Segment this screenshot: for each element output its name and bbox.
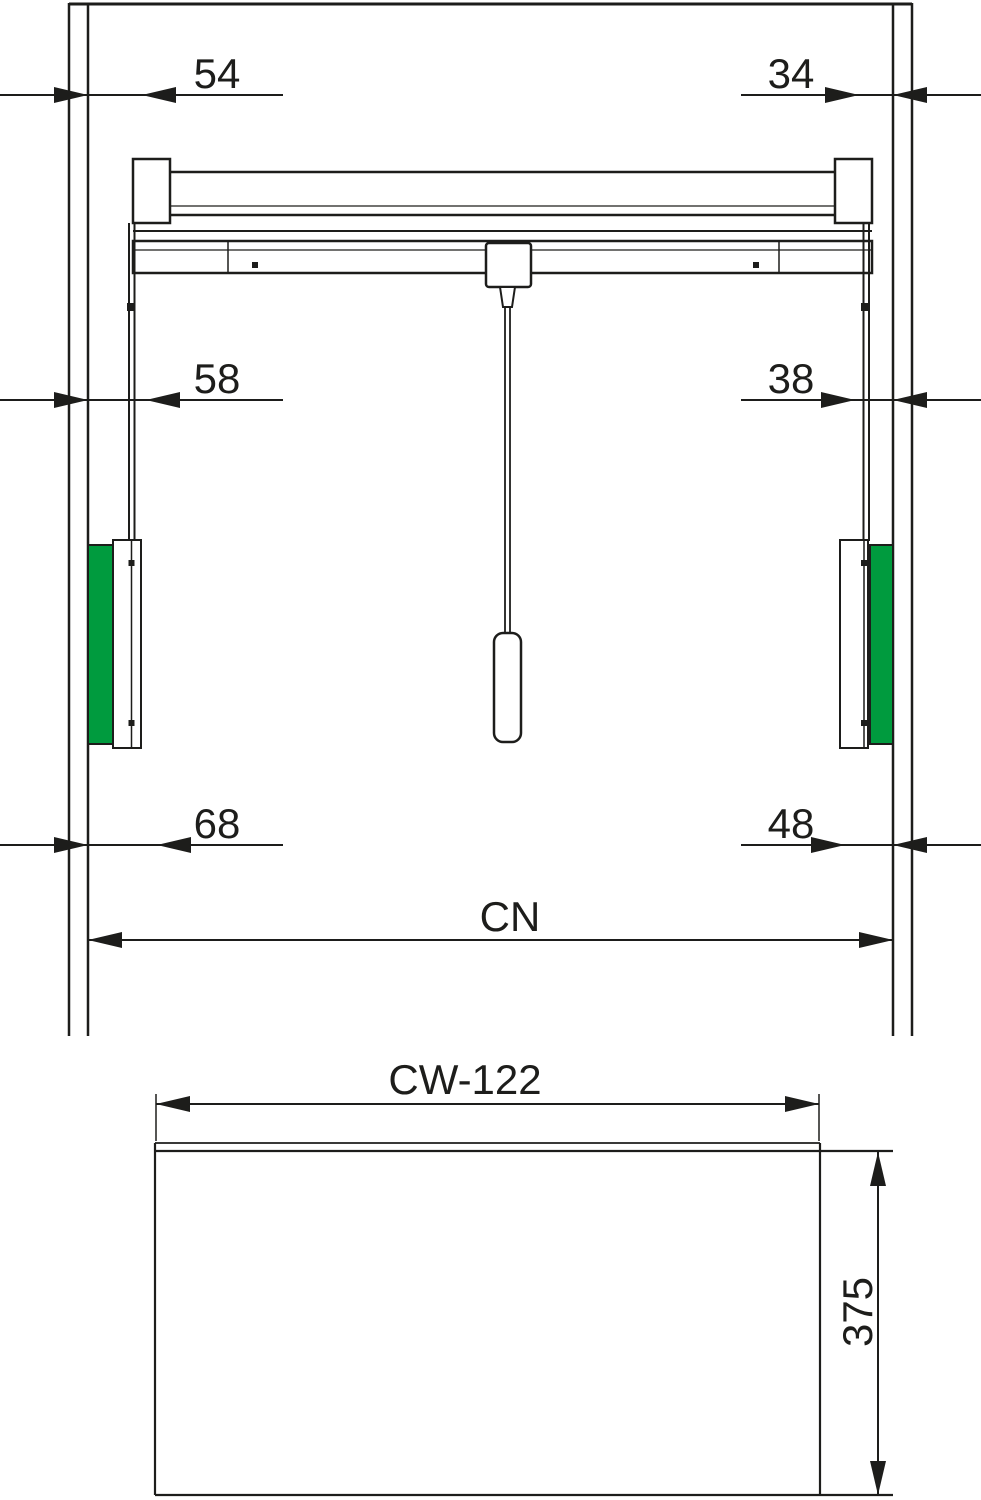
pull-handle xyxy=(492,631,523,744)
dimension-label: 375 xyxy=(834,1277,881,1347)
arrowhead xyxy=(859,932,893,948)
pull-rod-and-handle xyxy=(484,241,533,744)
left-arm-joint xyxy=(127,303,135,311)
dimension-54: 54 xyxy=(0,50,283,103)
right-housing-pin-top xyxy=(861,560,867,566)
right-lift-unit xyxy=(839,539,894,749)
arrowhead xyxy=(88,932,122,948)
arrowhead xyxy=(870,1461,886,1495)
left-lift-arm xyxy=(127,223,136,541)
dimension-label: CW-122 xyxy=(388,1056,541,1103)
arrowhead xyxy=(146,392,180,408)
arrowhead xyxy=(893,837,927,853)
dimension-label: 48 xyxy=(768,800,815,847)
dimension-48: 48 xyxy=(741,800,981,853)
left-housing-pin-bottom xyxy=(128,720,135,726)
rod-neck xyxy=(498,286,517,308)
dimension-label: 68 xyxy=(194,800,241,847)
dimension-68: 68 xyxy=(0,800,283,853)
arrowhead xyxy=(54,837,88,853)
crossbar-stop-right xyxy=(753,262,759,268)
arrowhead xyxy=(54,87,88,103)
arrowhead xyxy=(785,1096,819,1112)
arrowhead xyxy=(893,392,927,408)
rail-end-cap-right xyxy=(833,157,874,225)
dimension-34: 34 xyxy=(741,50,981,103)
left-housing-pin-top xyxy=(128,560,135,566)
dimension-label: 58 xyxy=(194,355,241,402)
right-housing-pin-bottom xyxy=(861,720,867,726)
dimension-375: 375 xyxy=(834,1152,886,1495)
cabinet-walls xyxy=(67,2,914,1036)
dimension-cw122: CW-122 xyxy=(155,1056,820,1141)
arrowhead xyxy=(142,87,176,103)
left-green-cover xyxy=(87,544,114,745)
right-green-cover xyxy=(869,544,894,745)
right-arm-joint xyxy=(861,303,869,311)
arrowhead xyxy=(893,87,927,103)
left-housing xyxy=(112,539,142,749)
arrowhead xyxy=(825,87,859,103)
arrowhead xyxy=(811,837,845,853)
rail-end-cap-left xyxy=(131,157,172,225)
arrowhead xyxy=(54,392,88,408)
dimension-58: 58 xyxy=(0,355,283,408)
dimension-label: CN xyxy=(480,893,541,940)
dimension-cn: CN xyxy=(88,893,893,948)
plan-view-panel xyxy=(153,1142,893,1497)
dimension-label: 38 xyxy=(768,355,815,402)
arrowhead xyxy=(156,1096,190,1112)
dimension-label: 54 xyxy=(194,50,241,97)
center-mount xyxy=(484,241,533,289)
dimension-label: 34 xyxy=(768,50,815,97)
arrowhead xyxy=(870,1152,886,1186)
left-lift-unit xyxy=(87,539,142,749)
right-lift-arm xyxy=(861,223,870,541)
arrowhead xyxy=(157,837,191,853)
dimension-38: 38 xyxy=(741,355,981,408)
hanging-rail xyxy=(131,157,874,225)
arrowhead xyxy=(821,392,855,408)
crossbar-stop-left xyxy=(252,262,258,268)
